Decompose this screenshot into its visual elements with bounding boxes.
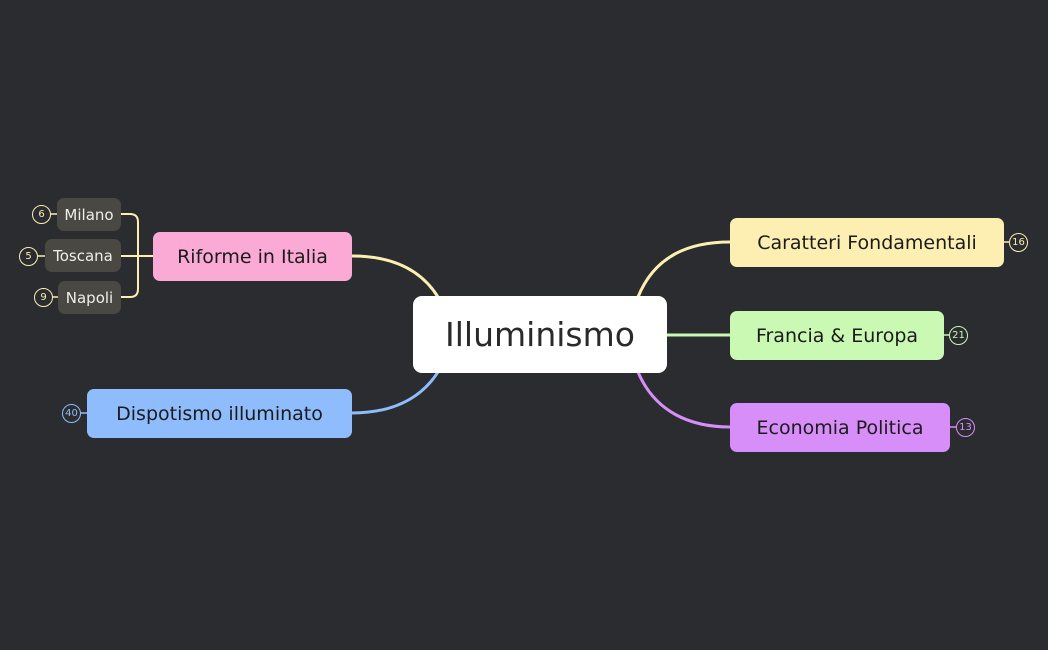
collapsed-count-badge-economia[interactable]: 13	[956, 418, 975, 437]
collapsed-count-badge-napoli[interactable]: 9	[34, 288, 53, 307]
collapsed-count-badge-milano[interactable]: 6	[32, 205, 51, 224]
root-topic[interactable]: Illuminismo	[413, 296, 667, 373]
subtopic-napoli[interactable]: Napoli	[58, 281, 121, 314]
topic-economia-politica[interactable]: Economia Politica	[730, 403, 950, 452]
collapsed-count-badge-dispotismo[interactable]: 40	[62, 404, 81, 423]
collapsed-count-badge-caratteri[interactable]: 16	[1009, 233, 1028, 252]
connector-riforme-napoli	[121, 256, 139, 298]
collapsed-count-badge-francia[interactable]: 21	[949, 326, 968, 345]
connector-riforme	[351, 254, 440, 298]
connector-dispotismo	[351, 371, 440, 415]
collapsed-count-badge-toscana[interactable]: 5	[19, 247, 38, 266]
topic-riforme-in-italia[interactable]: Riforme in Italia	[153, 232, 352, 281]
connector-riforme-milano	[121, 213, 153, 257]
connector-caratteri	[636, 240, 731, 298]
topic-caratteri-fondamentali[interactable]: Caratteri Fondamentali	[730, 218, 1004, 267]
connector-economia	[636, 371, 731, 429]
topic-francia-europa[interactable]: Francia & Europa	[730, 311, 944, 360]
subtopic-toscana[interactable]: Toscana	[45, 239, 121, 272]
subtopic-milano[interactable]: Milano	[57, 198, 121, 231]
topic-dispotismo-illuminato[interactable]: Dispotismo illuminato	[87, 389, 352, 438]
